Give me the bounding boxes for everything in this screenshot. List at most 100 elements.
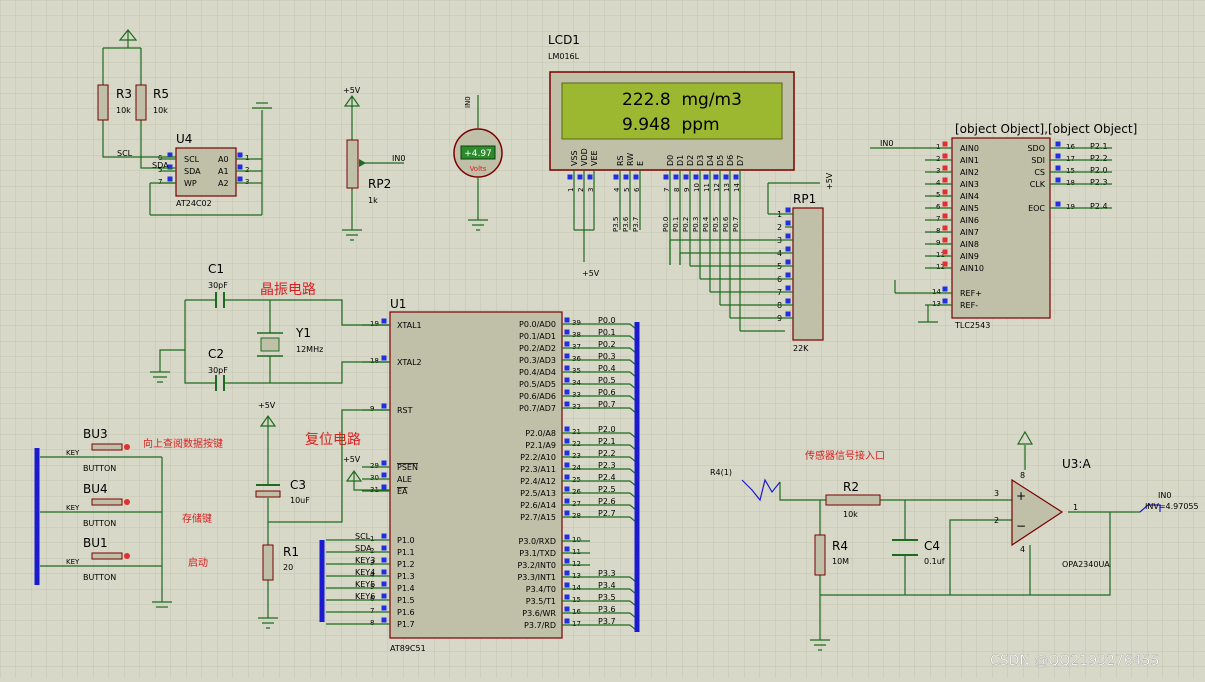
u4-pin-marker [167, 164, 173, 170]
button-cap [91, 498, 123, 506]
u1-ref: U1 [390, 297, 406, 311]
u4-addr-name: A0 [218, 155, 229, 164]
u1-right-pin-marker [564, 353, 570, 359]
u1-right-pin-num: 34 [572, 379, 581, 387]
lcd-pin-num: 1 [567, 188, 575, 192]
sensor-wires [779, 430, 1140, 651]
u1-left-pin-marker [381, 569, 387, 575]
u1-right-pin-name: P2.4/A12 [520, 477, 556, 486]
u6-right-net: P2.4 [1090, 202, 1108, 211]
u1-right-net: P0.7 [598, 400, 616, 409]
u1-right-pin-marker [564, 582, 570, 588]
u1-left-pin-marker [381, 403, 387, 409]
u6-ref-marker [942, 298, 948, 304]
crystal-circuit[interactable]: 晶振电路 C1 30pF C2 30pF Y1 12MHz [150, 262, 390, 391]
u1-right-net: P2.7 [598, 509, 616, 518]
rp1-pin-marker [785, 246, 791, 252]
lcd-part: LM016L [548, 52, 580, 61]
lcd-pin-marker [613, 174, 619, 180]
u6-ain-name: AIN7 [960, 228, 979, 237]
resistor-pack-rp1[interactable]: RP1 22K 123456789 +5V [669, 172, 834, 353]
potentiometer-rp2[interactable]: +5V RP2 1k IN0 [342, 86, 405, 241]
u1-p1-net: KEY6 [355, 592, 375, 601]
u6-ain-num: 4 [936, 179, 941, 187]
button-net: KEY [66, 504, 80, 512]
lcd-pin-name: D6 [726, 155, 735, 166]
u1-right-pin-num: 23 [572, 452, 581, 460]
lcd-pin-marker [693, 174, 699, 180]
pullup-resistors[interactable]: R3 10k R5 10k SCL SDA [97, 29, 176, 170]
u1-right-pin-num: 33 [572, 391, 581, 399]
voltmeter[interactable]: IN0 +4.97 Volts [453, 95, 503, 231]
ea-supply-label: +5V [343, 455, 361, 464]
u1-right-pin-marker [564, 341, 570, 347]
sensor-opamp-circuit[interactable]: 传感器信号接入口 R4(1) R2 10k R4 10M C4 0.1uf + … [710, 430, 1199, 651]
r1-body [262, 544, 274, 581]
lcd-pin-name: D1 [676, 155, 685, 166]
u1-part: AT89C51 [390, 644, 426, 653]
button-label: 启动 [188, 556, 208, 569]
u6-ref-name: REF+ [960, 289, 982, 298]
reset-circuit[interactable]: 复位电路 +5V C3 10uF R1 20 [255, 401, 390, 629]
r1-ref: R1 [283, 545, 299, 559]
button-contact [124, 553, 130, 559]
rp1-pin-num: 2 [777, 223, 782, 232]
u6-right-marker [1055, 153, 1061, 159]
u6-ref-name: REF- [960, 301, 978, 310]
u6-right-marker [1055, 141, 1061, 147]
u1-right-pin-name: P2.3/A11 [520, 465, 556, 474]
crystal-label: 晶振电路 [260, 282, 316, 298]
u1-left-pin-marker [381, 581, 387, 587]
u1-left-pin-name: XTAL1 [397, 321, 422, 330]
rp2-supply: +5V [343, 86, 361, 95]
u1-left-pin-marker [381, 557, 387, 563]
u1-left-pin-num: 2 [370, 547, 374, 555]
u1-left-pin-name: ALE [397, 475, 412, 484]
rp1-ref: RP1 [793, 192, 816, 206]
u4-addr-marker [237, 164, 243, 170]
u1-left-pin-num: 19 [370, 320, 379, 328]
u1-right-pin-marker [564, 498, 570, 504]
u1-left-pin-name: P1.3 [397, 572, 415, 581]
sensor-label: 传感器信号接入口 [805, 449, 885, 462]
adc-u6[interactable]: [object Object],[object Object] TLC2543 … [870, 122, 1137, 330]
button-net: KEY [66, 449, 80, 457]
u6-in-net: IN0 [880, 139, 893, 148]
voltmeter-wires [468, 95, 488, 231]
u1-p1-net: KEY3 [355, 556, 375, 565]
u6-right-num: 17 [1066, 155, 1075, 163]
out-value: INV=4.97055 [1145, 502, 1199, 511]
u1-right-pin-name: P2.0/A8 [525, 429, 556, 438]
u1-right-pin-num: 15 [572, 596, 581, 604]
u1-left-pin-num: 9 [370, 405, 374, 413]
rp2-body [346, 139, 359, 189]
rp1-pin-marker [785, 259, 791, 265]
c4-value: 0.1uf [924, 557, 945, 566]
voltmeter-reading: +4.97 [464, 149, 492, 159]
u4-pin-num: 6 [158, 154, 163, 162]
u3-pin-2: 2 [994, 516, 999, 525]
lcd-pin-name: VDD [580, 148, 589, 166]
r5-ref: R5 [153, 87, 169, 101]
lcd-net-label: P3.7 [632, 217, 640, 232]
u1-right-pin-num: 22 [572, 440, 581, 448]
c2-ref: C2 [208, 347, 224, 361]
u1-right-pin-name: P0.7/AD7 [519, 404, 556, 413]
u1-left-pin-marker [381, 617, 387, 623]
r4-body [814, 534, 826, 576]
u1-right-pin-name: P2.2/A10 [520, 453, 556, 462]
y1-value: 12MHz [296, 345, 323, 354]
u1-left-pin-name: P1.2 [397, 560, 415, 569]
lcd-module[interactable]: LCD1 LM016L 222.8 mg/m3 9.948 ppm VSS1VD… [548, 33, 795, 278]
u6-ain-marker [942, 165, 948, 171]
lcd-pin-name: VEE [590, 150, 599, 166]
button-label: 存储键 [182, 512, 212, 525]
u1-right-pin-num: 37 [572, 343, 581, 351]
u6-ref-num: 14 [932, 288, 941, 296]
u1-right-pin-num: 32 [572, 403, 581, 411]
u1-right-pin-name: P2.6/A14 [520, 501, 556, 510]
u1-right-net: P2.0 [598, 425, 616, 434]
